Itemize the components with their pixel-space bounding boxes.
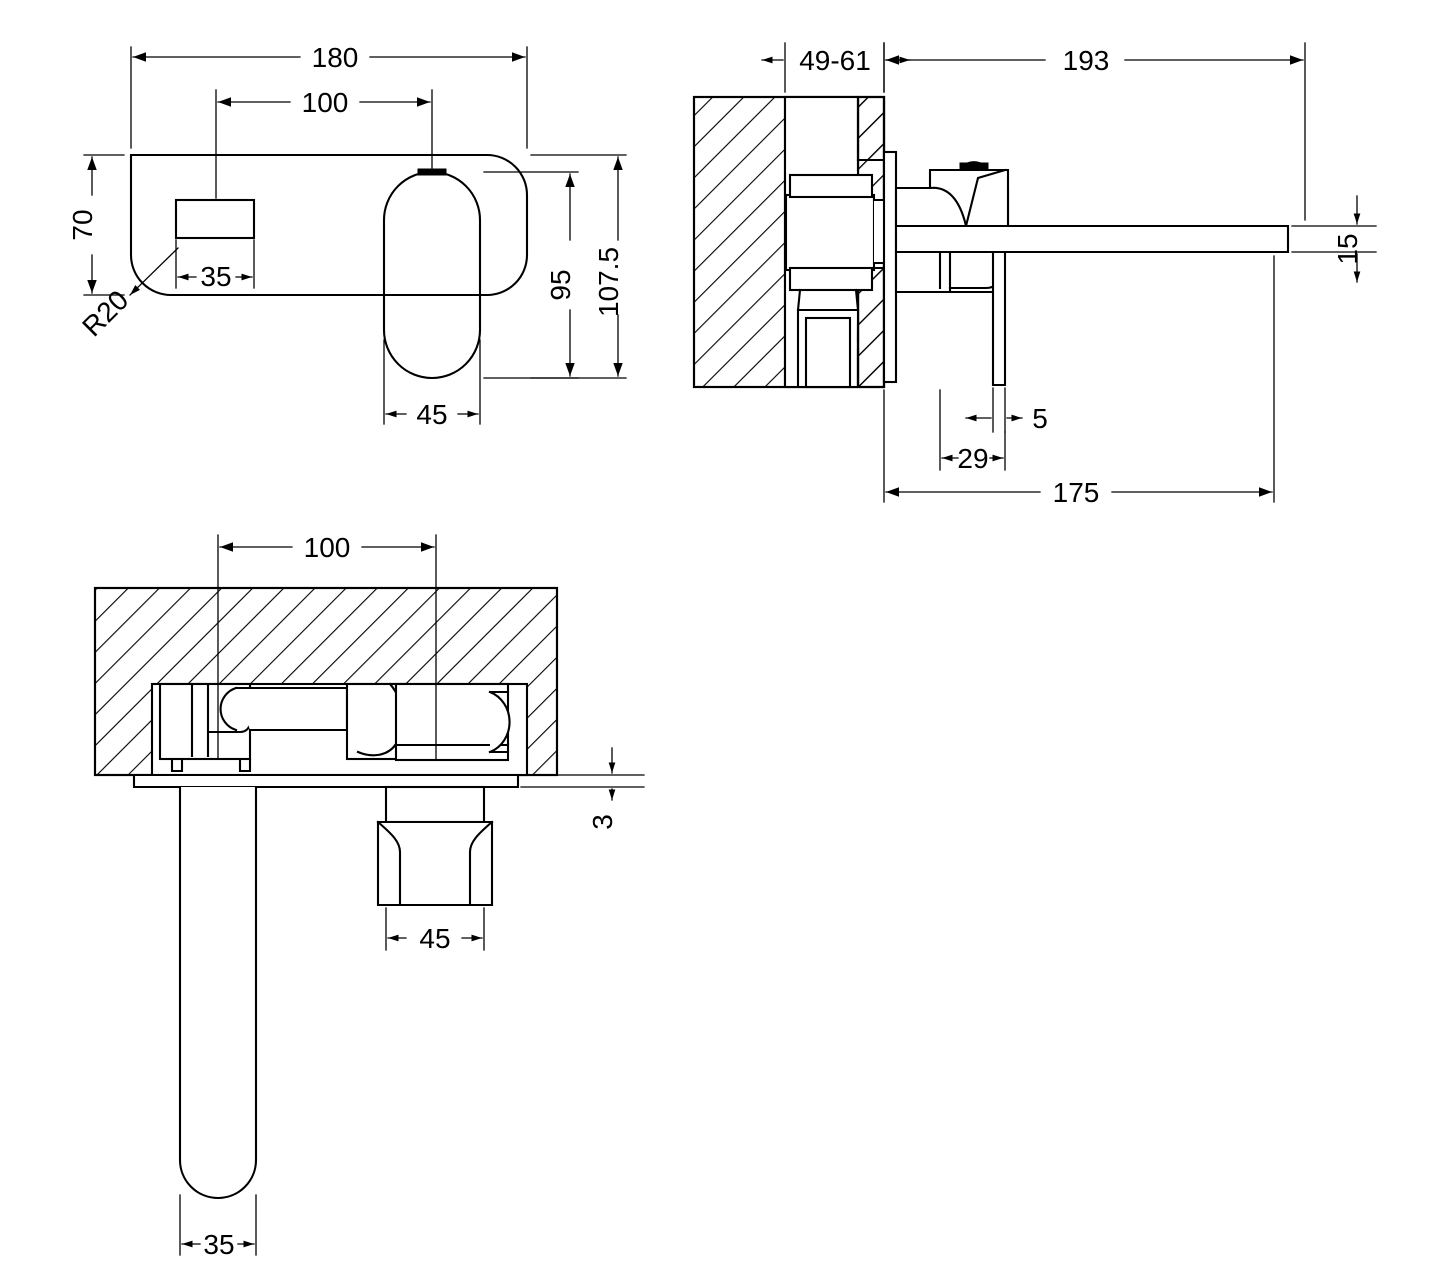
dim-175: 175	[883, 255, 1275, 508]
dim-70-label: 70	[67, 209, 98, 240]
dim-107.5-label: 107.5	[593, 247, 624, 317]
dim-5-label: 5	[1032, 403, 1048, 434]
dim-5: 5	[965, 387, 1048, 434]
dim-49-61: 49-61	[761, 42, 911, 93]
dim-193: 193	[883, 42, 1306, 221]
plan-inlet-foot-right	[238, 757, 252, 773]
dim-29-label: 29	[957, 443, 988, 474]
side-lever-hub	[928, 168, 1010, 228]
plan-handle-body	[394, 682, 510, 762]
side-lever-cam-curve	[928, 186, 968, 228]
dim-35-plan: 35	[179, 1194, 257, 1260]
dim-70: 70	[67, 154, 125, 296]
dim-29: 29	[939, 389, 1006, 474]
dim-100-label: 100	[302, 87, 349, 118]
side-wall-plate	[882, 150, 898, 384]
dim-45-front-label: 45	[416, 399, 447, 430]
dim-180-label: 180	[312, 42, 359, 73]
dim-100-plan: 100	[217, 532, 437, 761]
side-section-view: 49-61 193 15 5	[692, 42, 1377, 508]
plan-inlet-block	[158, 682, 252, 761]
side-inlet-pipe-inner	[804, 316, 852, 389]
side-lever-shoulder	[964, 168, 1007, 228]
dim-15: 15	[1291, 195, 1377, 283]
side-valve-cartridge	[784, 193, 876, 272]
side-lower-body	[894, 250, 1002, 294]
plan-spout-elbow	[219, 686, 238, 732]
front-handle-oval	[382, 170, 482, 379]
dim-3: 3	[520, 747, 645, 830]
plan-handle-collar	[376, 820, 494, 907]
front-elevation-view: 180 100 70 35 R20	[67, 42, 627, 430]
dim-45-front: 45	[383, 339, 481, 430]
dim-107.5: 107.5	[530, 154, 627, 379]
plan-handle-collar-bevel-right	[468, 820, 494, 907]
plan-handle-cap-curve	[488, 690, 511, 754]
dim-35-plan-label: 35	[203, 1229, 234, 1260]
dim-193-label: 193	[1063, 45, 1110, 76]
side-lever-blade	[991, 250, 1007, 387]
dim-3-label: 3	[587, 814, 618, 830]
front-plate-outline	[129, 153, 529, 297]
side-spout-arm	[894, 224, 1290, 254]
plan-escutcheon-plate	[132, 773, 520, 789]
plan-spout-outline	[178, 785, 258, 1200]
side-valve-bottom-flange	[788, 266, 874, 292]
dim-R20-label: R20	[76, 284, 134, 342]
side-valve-top-flange	[788, 173, 874, 199]
plan-handle-neck	[384, 785, 486, 824]
plan-inlet-foot-left	[170, 757, 184, 773]
dim-35-label: 35	[200, 261, 231, 292]
dim-45-plan: 45	[385, 907, 485, 954]
dim-175-label: 175	[1053, 477, 1100, 508]
plan-handle-collar-bevel-left	[376, 820, 402, 907]
dim-15-label: 15	[1332, 233, 1363, 264]
dim-100: 100	[215, 87, 433, 199]
dim-49-61-label: 49-61	[799, 45, 871, 76]
front-spout-outlet	[174, 198, 256, 240]
dim-45-plan-label: 45	[419, 923, 450, 954]
dim-100-plan-label: 100	[304, 532, 351, 563]
dim-95: 95	[483, 171, 579, 379]
dim-180: 180	[130, 42, 528, 149]
plan-section-view: 100 3 45 35	[93, 532, 645, 1260]
dim-95-label: 95	[545, 269, 576, 300]
plan-spout-tube	[234, 686, 349, 732]
dim-35: 35	[175, 239, 255, 292]
